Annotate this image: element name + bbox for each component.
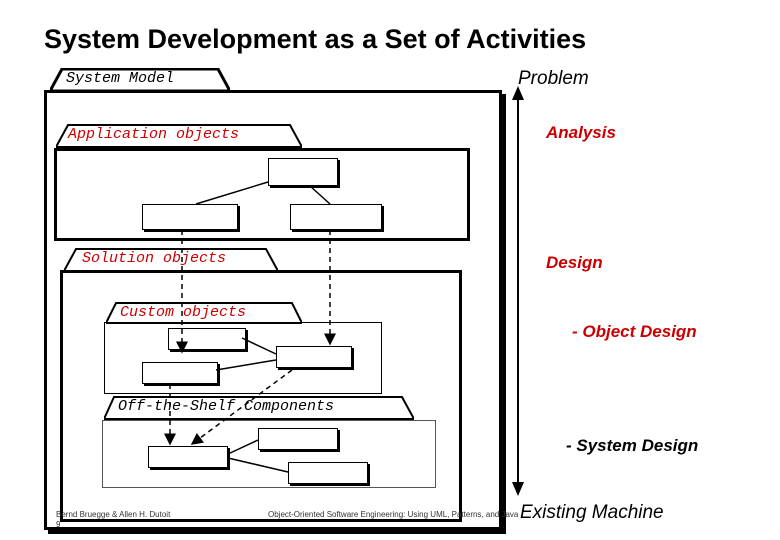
custom-object-box-left bbox=[142, 362, 218, 384]
custom-object-box-right bbox=[276, 346, 352, 368]
component-box-left bbox=[148, 446, 228, 468]
assoc-component-top bbox=[227, 439, 259, 455]
solution-objects-tab-shape bbox=[64, 248, 278, 272]
application-objects-label: Application objects bbox=[68, 126, 240, 143]
solution-objects-tab: Solution objects bbox=[64, 248, 278, 272]
object-design-label: - Object Design bbox=[572, 322, 697, 341]
application-objects-tab-shape bbox=[56, 124, 302, 148]
problem-label: Problem bbox=[518, 68, 589, 89]
component-box-top bbox=[258, 428, 338, 450]
application-objects-panel bbox=[54, 148, 470, 241]
custom-objects-tab: Custom objects bbox=[106, 302, 302, 326]
solution-objects-label: Solution objects bbox=[82, 250, 227, 267]
footer-page-number: 9 bbox=[56, 520, 61, 529]
off-the-shelf-label: Off-the-Shelf Components bbox=[118, 398, 335, 415]
custom-objects-tab-shape bbox=[106, 302, 302, 324]
footer-authors: Bernd Bruegge & Allen H. Dutoit bbox=[56, 510, 171, 519]
assoc-custom-left-right bbox=[215, 359, 277, 371]
system-model-tab-shape bbox=[50, 68, 230, 92]
abstraction-axis-top-arrowhead bbox=[512, 86, 524, 100]
assoc-app-right bbox=[309, 185, 331, 205]
application-object-box-right bbox=[290, 204, 382, 230]
design-label: Design bbox=[546, 253, 603, 272]
assoc-custom-top-right bbox=[241, 337, 277, 355]
off-the-shelf-panel bbox=[102, 420, 436, 488]
assoc-app-left bbox=[195, 181, 269, 205]
abstraction-axis-bottom-arrowhead bbox=[512, 482, 524, 496]
custom-objects-label: Custom objects bbox=[120, 304, 247, 321]
analysis-label: Analysis bbox=[546, 123, 616, 142]
page-title: System Development as a Set of Activitie… bbox=[44, 24, 587, 54]
application-object-box-left bbox=[142, 204, 238, 230]
off-the-shelf-tab: Off-the-Shelf Components bbox=[104, 396, 414, 420]
existing-machine-label: Existing Machine bbox=[520, 502, 664, 523]
application-object-box-top bbox=[268, 158, 338, 186]
system-design-label: - System Design bbox=[566, 436, 699, 455]
component-arrow-diagonal bbox=[190, 369, 293, 445]
application-objects-tab: Application objects bbox=[56, 124, 302, 148]
system-model-label: System Model bbox=[66, 70, 175, 87]
component-box-right bbox=[288, 462, 368, 484]
system-model-panel bbox=[44, 90, 502, 530]
assoc-component-bottom bbox=[227, 457, 289, 473]
off-the-shelf-tab-shape bbox=[104, 396, 414, 420]
system-model-tab: System Model bbox=[50, 68, 230, 92]
footer-book-title: Object-Oriented Software Engineering: Us… bbox=[268, 510, 519, 519]
